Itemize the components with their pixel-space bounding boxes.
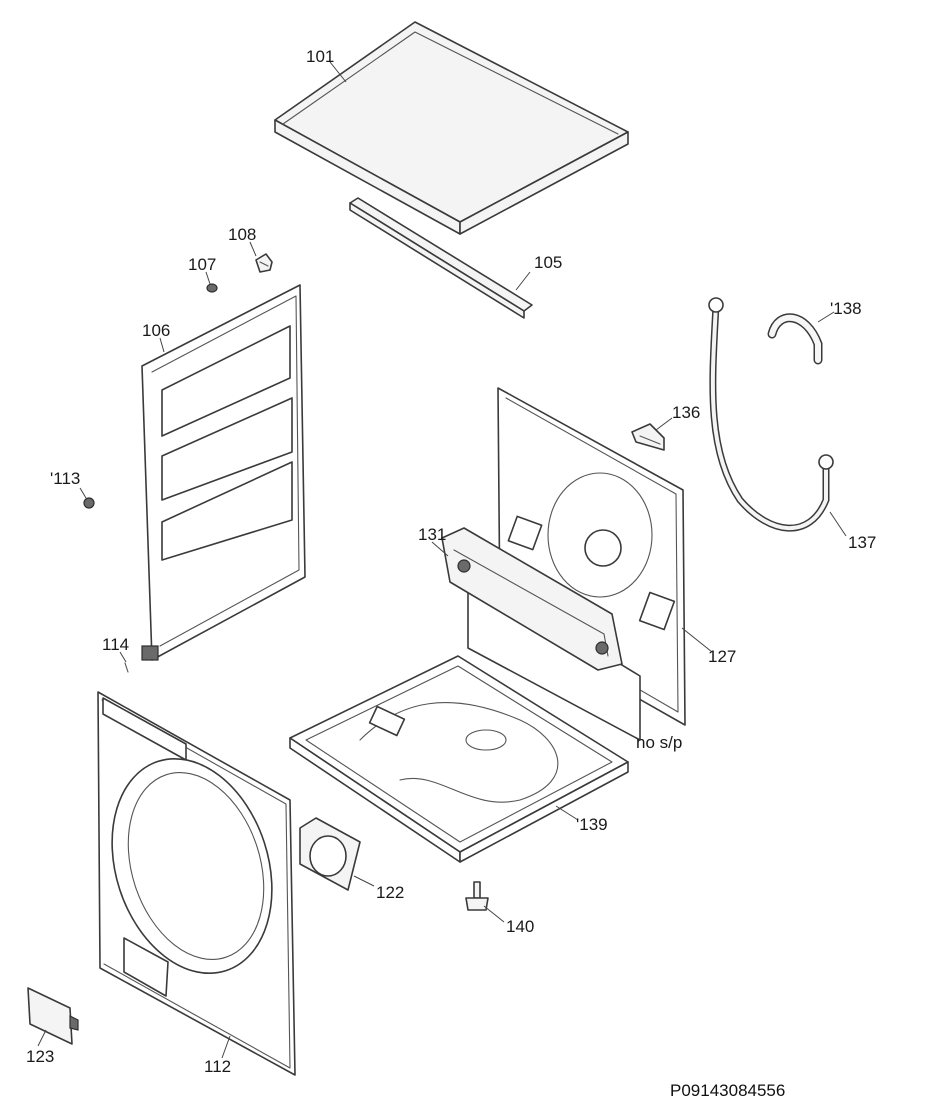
part-137-inlet-hose[interactable] (708, 297, 834, 532)
part-113-grommet[interactable] (83, 497, 95, 509)
part-139-base-frame[interactable] (289, 655, 629, 863)
callout-107: 107 (188, 255, 216, 274)
reference-code: P09143084556 (670, 1081, 785, 1100)
leader-105 (515, 271, 531, 291)
leader-127 (681, 627, 713, 653)
leader-139 (555, 805, 579, 821)
part-136-clip[interactable] (631, 423, 665, 451)
callout-139: '139 (576, 815, 608, 834)
leader-108 (249, 241, 257, 257)
leader-140 (483, 905, 505, 923)
callout-123: 123 (26, 1047, 54, 1066)
part-123-service-cover[interactable] (27, 987, 79, 1045)
callout-113: '113 (50, 469, 80, 488)
leader-101 (329, 61, 347, 83)
callout-108: 108 (228, 225, 256, 244)
part-114-screw[interactable] (124, 662, 129, 673)
callout-122: 122 (376, 883, 404, 902)
callout-101: 101 (306, 47, 334, 66)
leader-131 (431, 541, 449, 557)
leader-123 (37, 1029, 47, 1047)
part-101-top-cover[interactable] (274, 21, 629, 235)
part-138-hose-bend[interactable] (767, 313, 823, 365)
leader-114 (119, 651, 127, 663)
part-105-cross-rail[interactable] (349, 197, 533, 319)
leader-106 (159, 337, 165, 353)
callout-106: 106 (142, 321, 170, 340)
part-108-clip[interactable] (255, 253, 273, 273)
leader-122 (353, 875, 375, 887)
callout-137: 137 (848, 533, 876, 552)
callout-136: 136 (672, 403, 700, 422)
callout-131: 131 (418, 525, 446, 544)
part-107-clip[interactable] (206, 283, 218, 293)
callout-127: 127 (708, 647, 736, 666)
part-131-rear-bracket[interactable] (441, 527, 623, 671)
leader-137 (829, 511, 847, 537)
part-122-bracket[interactable] (299, 817, 361, 891)
note-no-sp: no s/p (636, 733, 682, 752)
callout-114: 114 (102, 635, 129, 654)
leader-136 (655, 417, 673, 431)
part-106-side-panel[interactable] (141, 284, 306, 661)
callout-138: '138 (830, 299, 862, 318)
callout-140: 140 (506, 917, 534, 936)
callout-105: 105 (534, 253, 562, 272)
part-140-foot[interactable] (465, 881, 489, 911)
callout-112: 112 (204, 1057, 231, 1076)
leader-107 (205, 271, 211, 285)
leader-113 (79, 487, 87, 499)
leader-112 (221, 1035, 231, 1059)
part-112-front-panel[interactable] (86, 691, 299, 1076)
leader-138 (817, 311, 835, 323)
